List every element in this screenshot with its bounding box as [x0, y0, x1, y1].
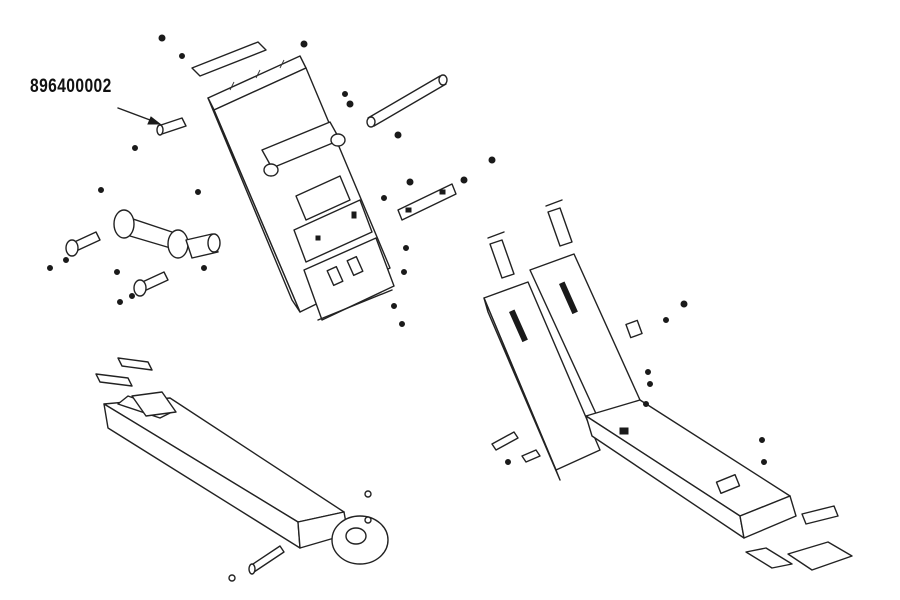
top-cover-plate [191, 41, 267, 77]
base-block [303, 237, 395, 321]
right-top-pad-2 [489, 239, 515, 279]
right-top-pad-1 [547, 207, 573, 247]
long-pin-upper [366, 74, 448, 128]
roller-assembly-left [65, 209, 221, 297]
right-column-assembly [483, 199, 853, 571]
pad-upper [117, 357, 153, 371]
pin-896400002 [156, 117, 187, 136]
inner-roller [295, 175, 351, 221]
fastener-hardware [47, 34, 767, 582]
plate-small [801, 505, 839, 525]
lower-left-arm [95, 357, 389, 575]
crossbar-end-left [263, 163, 279, 177]
plate-large [787, 541, 853, 571]
pad-lower [95, 373, 133, 387]
upper-carriage-assembly [191, 41, 395, 321]
part-number-label: 896400002 [30, 76, 112, 97]
callout-arrow [117, 107, 162, 125]
side-bar [397, 183, 457, 221]
